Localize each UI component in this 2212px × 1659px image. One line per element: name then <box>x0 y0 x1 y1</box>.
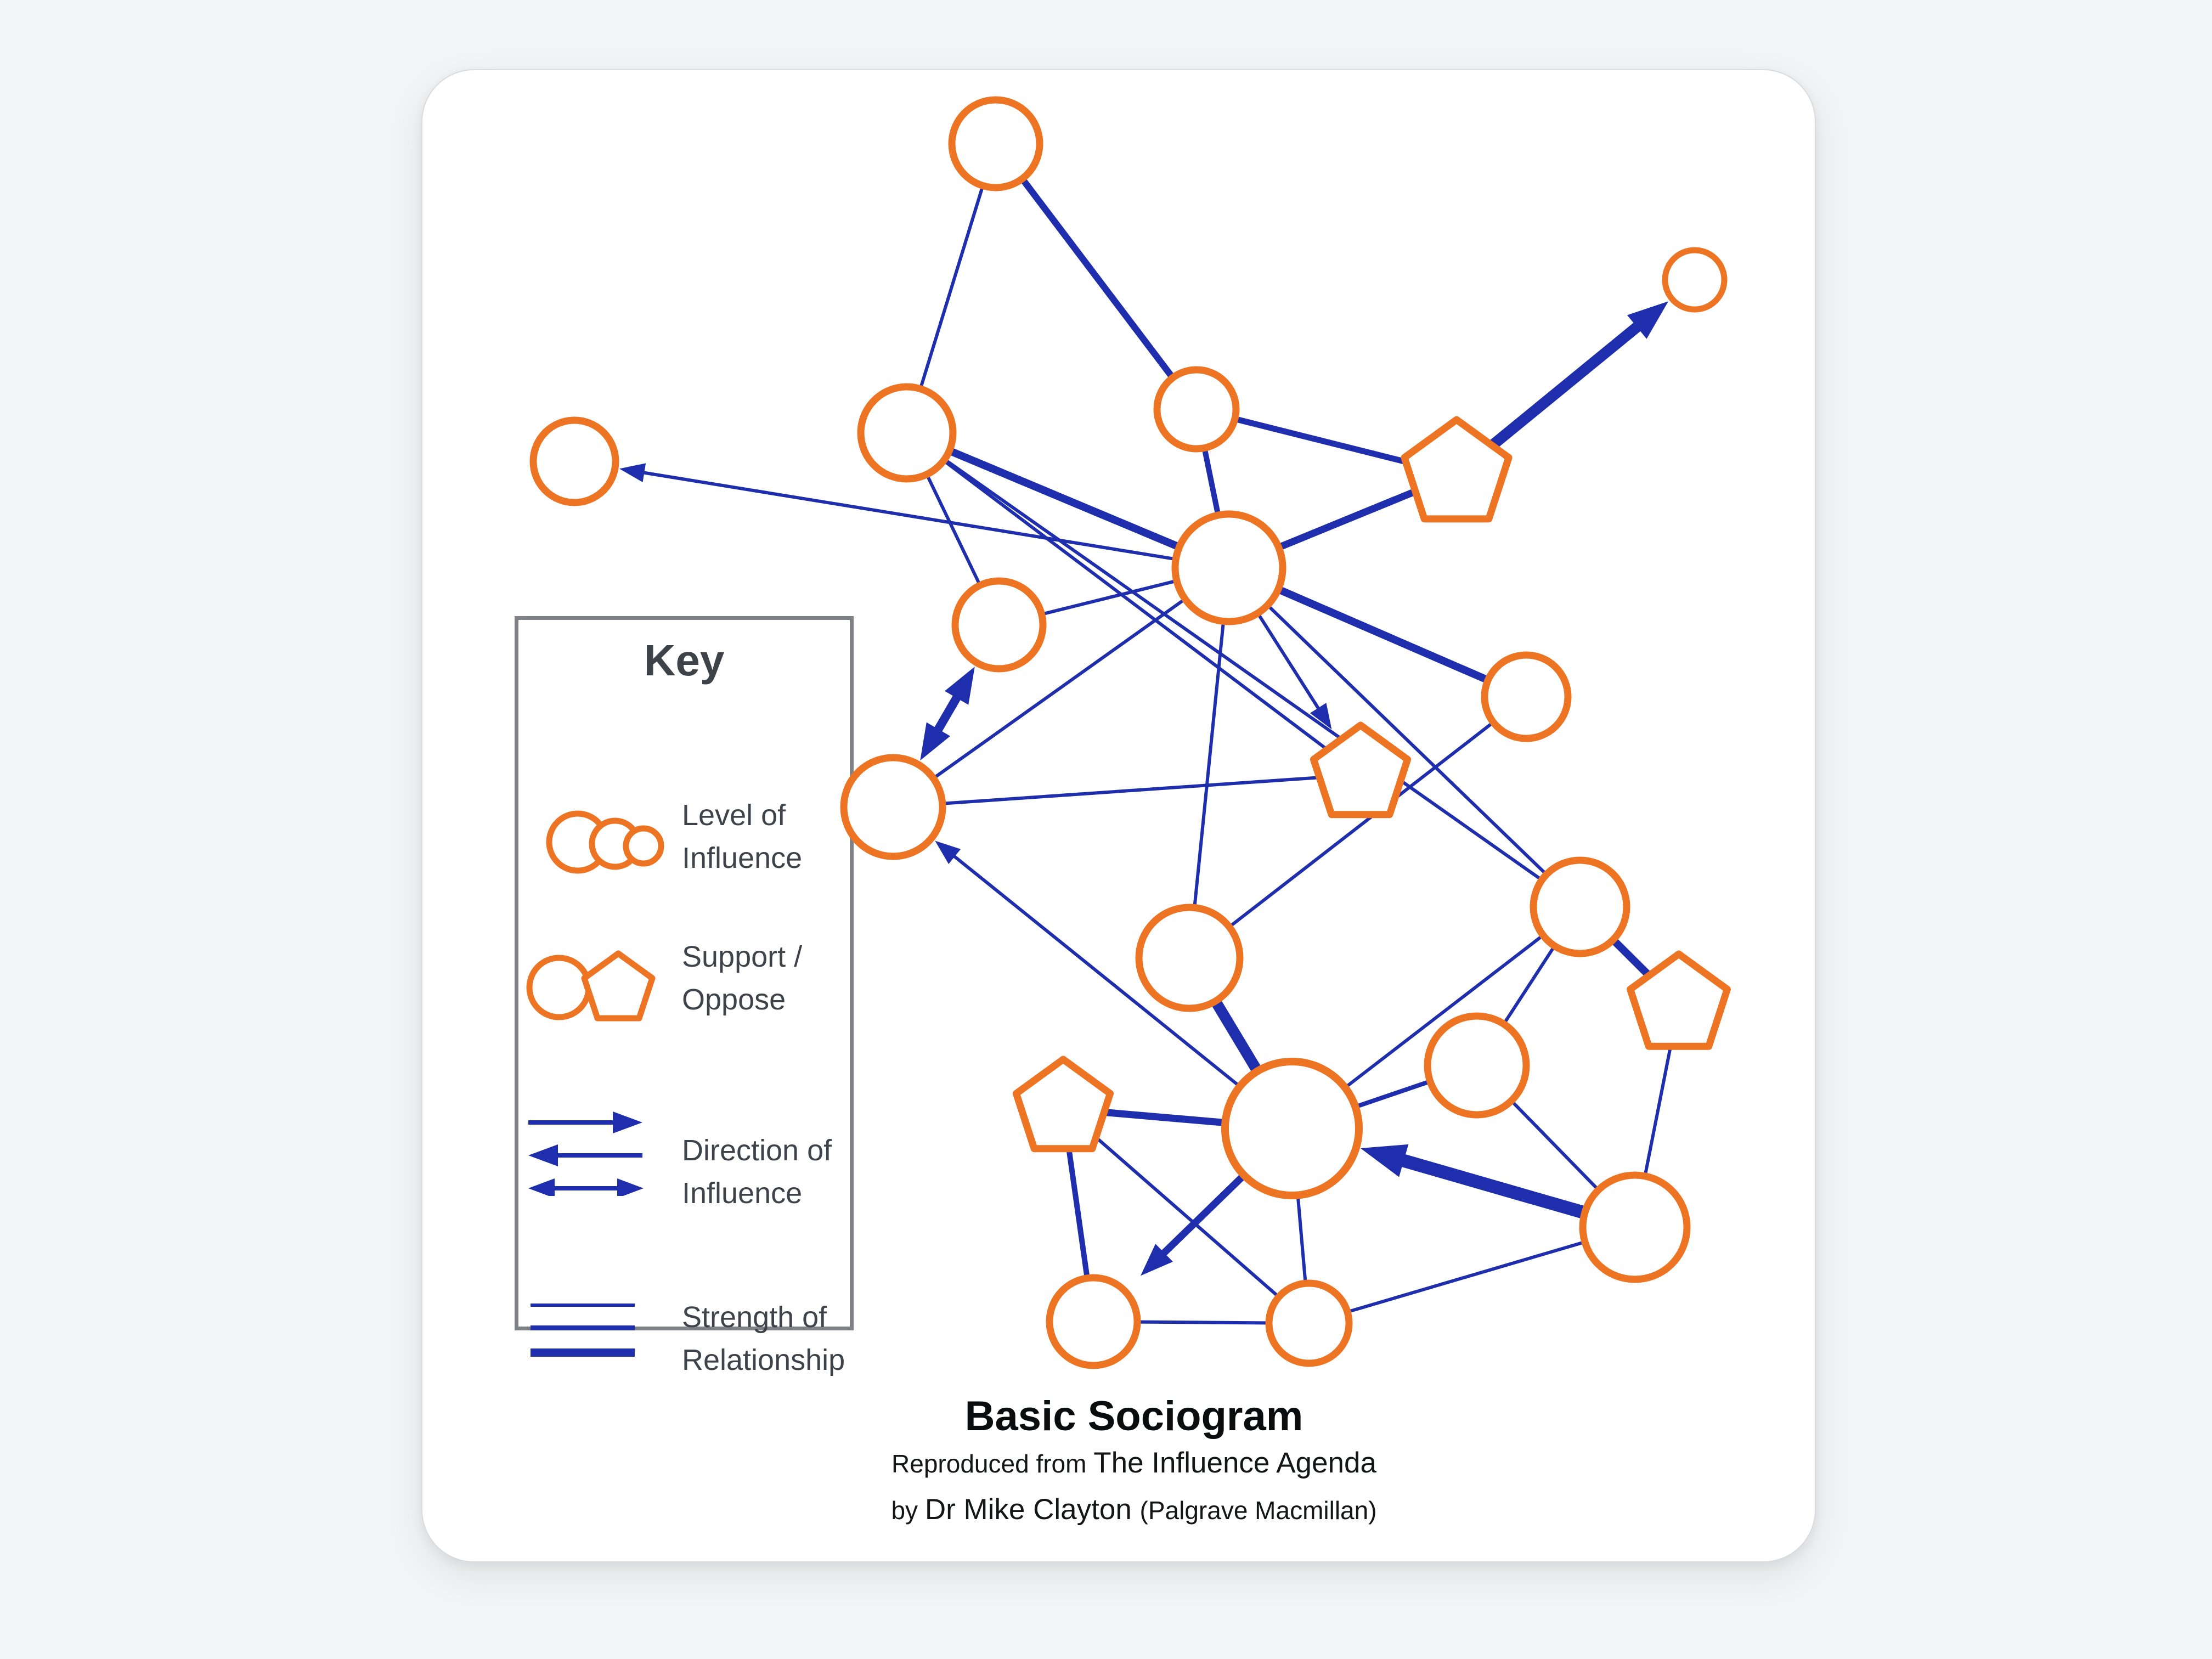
level-of-influence-icon <box>546 810 664 874</box>
key-label-line: Direction of <box>682 1134 832 1167</box>
caption-author-prefix: by <box>891 1496 925 1525</box>
caption-block: Basic Sociogram Reproduced from The Infl… <box>821 1392 1447 1534</box>
caption-author-line: by Dr Mike Clayton (Palgrave Macmillan) <box>821 1493 1447 1534</box>
diagram-title: Basic Sociogram <box>964 1393 1304 1440</box>
key-legend: Key Level of Influence Support / Oppose <box>515 616 854 1376</box>
caption-publisher: (Palgrave Macmillan) <box>1139 1496 1377 1525</box>
key-title: Key <box>644 636 725 685</box>
key-label-line: Oppose <box>682 983 786 1016</box>
key-label-line: Influence <box>682 1177 803 1210</box>
key-label-line: Strength of <box>682 1301 827 1334</box>
caption-author-name: Dr Mike Clayton <box>924 1493 1140 1526</box>
direction-arrows-icon <box>528 1111 644 1196</box>
support-oppose-icon <box>526 950 656 1022</box>
caption-source-line: Reproduced from The Influence Agenda <box>821 1446 1447 1487</box>
key-label-line: Influence <box>682 842 803 874</box>
caption-source-prefix: Reproduced from <box>891 1449 1094 1478</box>
key-label-line: Support / <box>682 940 803 973</box>
key-label-line: Level of <box>682 799 786 832</box>
strength-lines-icon <box>531 1304 635 1357</box>
caption-book-title: The Influence Agenda <box>1093 1447 1376 1479</box>
key-label-line: Relationship <box>682 1344 845 1376</box>
